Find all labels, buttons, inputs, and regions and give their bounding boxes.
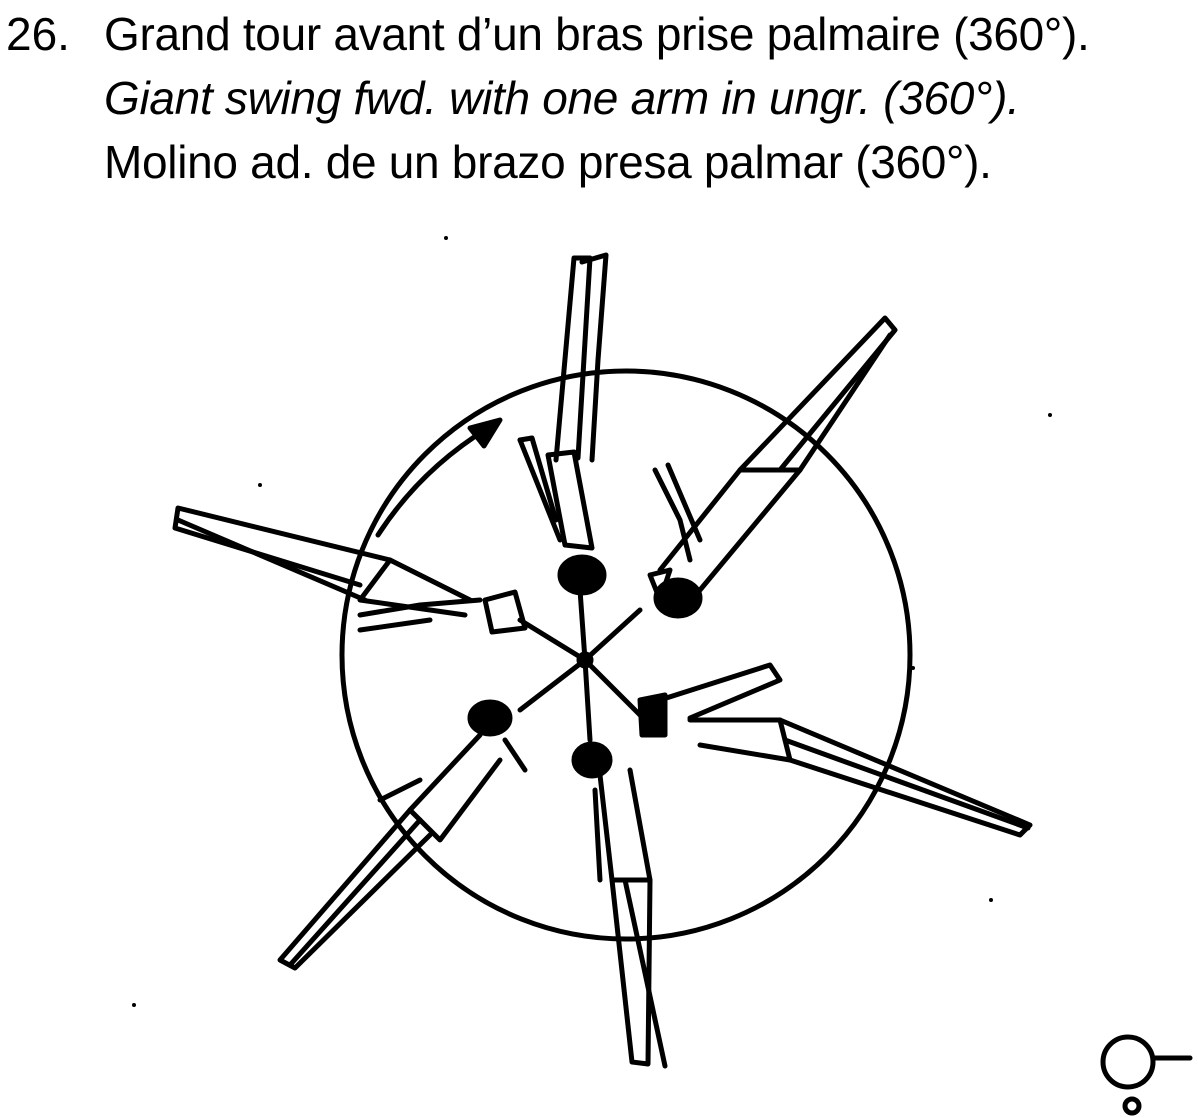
gymnast-position-lower-left	[277, 657, 588, 971]
element-number: 26.	[6, 8, 70, 60]
scan-specks	[132, 236, 1052, 1007]
gymnast-position-down	[571, 657, 668, 1069]
gymnast-position-up	[517, 252, 609, 663]
gymnast-position-lower-right	[582, 657, 1033, 838]
gymnast-position-left	[172, 505, 588, 663]
element-name-english: Giant swing fwd. with one arm in ungr. (…	[104, 72, 1020, 124]
bar-hang-icon	[1100, 1034, 1193, 1116]
forward-direction-arrow	[375, 417, 503, 538]
swing-circle	[339, 368, 913, 942]
element-name-french: Grand tour avant d’un bras prise palmair…	[104, 8, 1090, 60]
gymnast-position-upper-right	[582, 315, 898, 663]
element-name-spanish: Molino ad. de un brazo presa palmar (360…	[104, 136, 992, 188]
